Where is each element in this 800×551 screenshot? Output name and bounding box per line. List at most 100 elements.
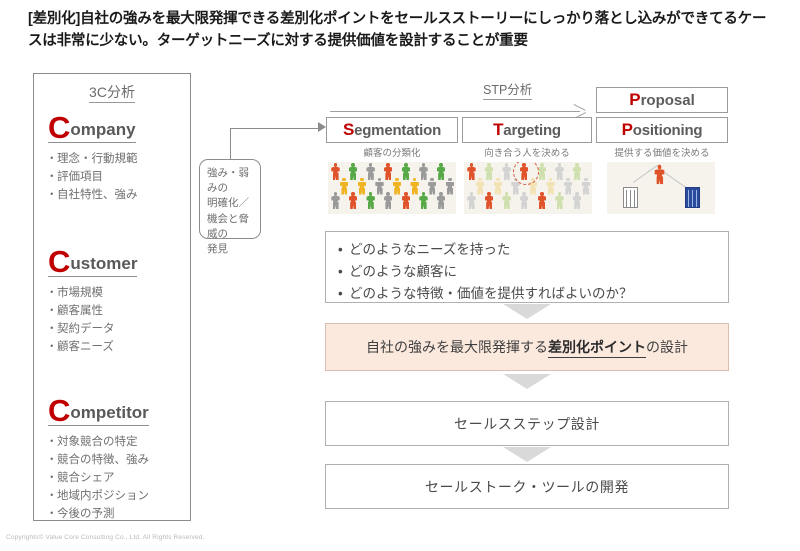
connector-arrow-icon [318,122,326,132]
list-item: 市場規模 [46,284,188,302]
person-icon [555,192,564,209]
three-c-panel-title-text: 3C分析 [89,84,135,103]
list-item: 理念・行動規範 [46,150,188,168]
competitor-heading-rest: ompetitor [70,403,149,422]
list-item: 競合シェア [46,469,188,487]
person-icon [401,163,411,180]
person-icon [467,163,476,180]
list-item: 契約データ [46,320,188,338]
company-item-list: 理念・行動規範 評価項目 自社特性、強み [46,150,188,205]
list-item: 評価項目 [46,168,188,186]
person-icon [484,192,494,209]
company-capital-letter: C [48,110,71,145]
callout-line: 機会と脅威の [207,212,249,240]
differentiation-emphasis: 差別化ポイント [548,337,646,358]
list-item: 顧客属性 [46,302,188,320]
person-icon [555,163,564,180]
list-item: 対象競合の特定 [46,433,188,451]
target-highlight-ring-icon [512,162,539,185]
three-c-heading-company: Company [48,112,136,143]
targeting-caption: 向き合う人を決める [484,148,570,159]
chevron-down-icon [503,304,551,319]
three-c-group-company: Company 理念・行動規範 評価項目 自社特性、強み [46,112,188,205]
list-item: 顧客ニーズ [46,338,188,356]
person-icon [436,163,446,180]
person-icon [537,192,547,209]
list-item: どのような特徴・価値を提供すればよいのか？ [338,283,728,305]
competitor-capital-letter: C [48,393,71,428]
stp-analysis-label-text: STP分析 [483,83,533,100]
person-icon [348,192,358,209]
person-icon [467,192,476,209]
building-gray-icon [623,187,638,208]
person-icon [366,163,375,180]
person-icon [375,177,384,195]
person-icon [484,163,494,180]
person-icon [348,163,358,180]
stp-analysis-label: STP分析 [483,79,533,100]
person-icon [546,177,555,195]
stp-progress-arrow-line [330,111,580,112]
building-blue-icon [685,187,700,208]
page-title: [差別化]自社の強みを最大限発揮できる差別化ポイントをセールスストーリーにしっか… [28,11,767,50]
customer-needs-list: どのようなニーズを持った どのような顧客に どのような特徴・価値を提供すればよい… [338,239,728,305]
sales-talk-tool-box[interactable]: セールストーク・ツールの開発 [325,464,729,509]
callout-line: 発見 [207,243,228,256]
three-c-heading-competitor: Competitor [48,395,149,426]
chevron-down-icon [503,374,551,389]
targeting-label-rest: argeting [503,121,561,139]
person-icon [410,177,419,195]
person-icon [401,192,411,209]
positioning-illustration [607,162,715,214]
list-item: 競合の特徴、強み [46,451,188,469]
positioning-label-rest: ositioning [632,121,703,139]
person-icon [520,192,529,209]
swot-callout-box: 強み・弱みの 明確化／ 機会と脅威の 発見 [199,159,261,255]
list-item: どのようなニーズを持った [338,239,728,261]
person-icon [384,192,393,209]
person-icon [572,163,582,180]
person-icon [564,177,573,195]
person-icon [419,163,428,180]
sales-step-design-box[interactable]: セールスステップ設計 [325,401,729,446]
person-icon [357,177,367,195]
person-icon [331,192,340,209]
person-icon [384,163,393,180]
person-icon [392,177,402,195]
person-icon [428,177,437,195]
list-item: 自社特性、強み [46,186,188,204]
segmentation-caption: 顧客の分類化 [363,148,421,159]
customer-heading-rest: ustomer [70,254,138,273]
three-c-panel-title: 3C分析 [34,82,190,103]
differentiation-prefix: 自社の強みを最大限発揮する [366,339,548,355]
positioning-caption: 提供する価値を決める [614,148,710,159]
list-item: どのような顧客に [338,261,728,283]
customer-item-list: 市場規模 顧客属性 契約データ 顧客ニーズ [46,284,188,357]
positioning-capital-letter: P [621,120,633,139]
segmentation-label-rest: egmentation [354,121,442,139]
person-icon [572,192,582,209]
person-icon [436,192,446,209]
person-icon [537,163,547,180]
person-icon [445,177,455,195]
chevron-down-icon [503,447,551,462]
connector-horizontal-line [230,128,323,129]
person-icon [340,177,349,195]
stp-progress-arrow-icon [574,104,587,118]
company-heading-rest: ompany [70,120,136,139]
three-c-group-customer: Customer 市場規模 顧客属性 契約データ 顧客ニーズ [46,246,188,357]
three-c-heading-customer: Customer [48,246,138,277]
proposal-label-rest: roposal [640,91,695,109]
differentiation-suffix: の設計 [646,339,688,355]
person-icon [581,177,591,195]
three-c-group-competitor: Competitor 対象競合の特定 競合の特徴、強み 競合シェア 地域内ポジシ… [46,395,188,524]
person-icon [493,177,503,195]
list-item: 地域内ポジション [46,487,188,505]
callout-line: 明確化／ [207,197,249,210]
targeting-capital-letter: T [493,120,504,139]
